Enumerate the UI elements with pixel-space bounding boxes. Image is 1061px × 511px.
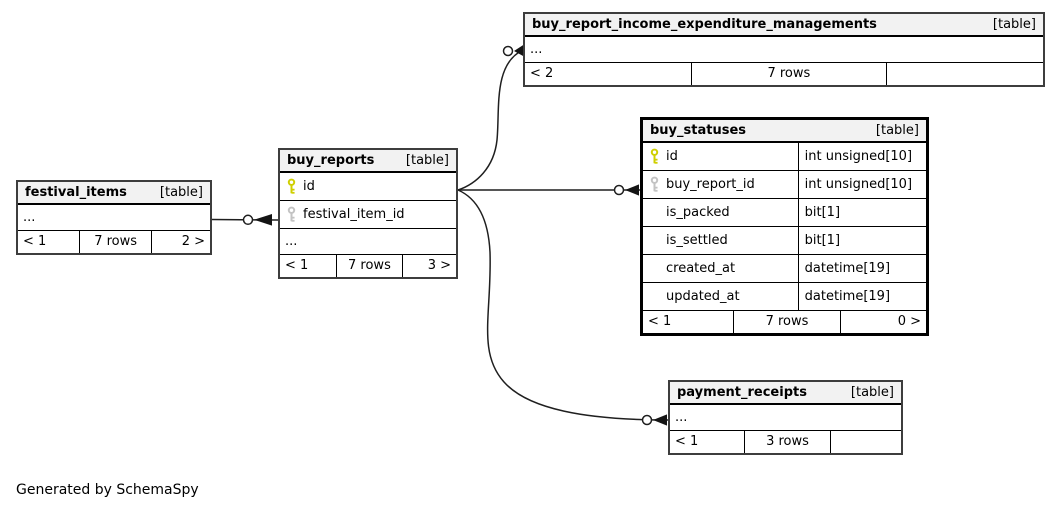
key-icon-spacer: [650, 260, 659, 277]
column-name-cell: updated_at: [643, 283, 799, 310]
column-type: bit[1]: [804, 233, 841, 248]
edge-buy-reports-to-income-expenditure: [457, 49, 524, 191]
fk-arrowhead: [625, 184, 639, 196]
table-type-label: [table]: [405, 153, 449, 168]
footer-children: 0 >: [897, 314, 921, 329]
table-festival-items[interactable]: festival_items [table] ... < 1 7 rows 2 …: [16, 180, 212, 255]
column-name: id: [303, 179, 315, 194]
table-header: festival_items [table]: [18, 182, 210, 205]
table-buy-reports[interactable]: buy_reports [table] id: [278, 148, 458, 279]
footer-parents: < 1: [670, 431, 745, 453]
footer-rowcount: 7 rows: [692, 63, 888, 85]
collapsed-columns-row: ...: [18, 205, 210, 231]
column-type: datetime[19]: [804, 261, 891, 276]
collapsed-columns-row: ...: [670, 405, 901, 431]
column-name: created_at: [666, 261, 736, 276]
column-name: updated_at: [666, 289, 740, 304]
table-buy-report-income-expenditure-managements[interactable]: buy_report_income_expenditure_management…: [523, 12, 1045, 87]
table-title: buy_reports: [287, 153, 375, 168]
column-name: buy_report_id: [666, 177, 755, 192]
zero-one-circle: [641, 414, 653, 426]
edge-buy-reports-to-payment-receipts: [457, 189, 669, 421]
table-title: buy_statuses: [650, 123, 747, 138]
column-name-cell: is_settled: [643, 227, 799, 254]
key-icon-spacer: [650, 204, 659, 221]
collapsed-columns-row: ...: [525, 37, 1043, 63]
table-header: buy_statuses [table]: [643, 120, 926, 143]
column-row: created_at datetime[19]: [643, 255, 926, 283]
column-name-cell: id: [280, 173, 321, 200]
table-payment-receipts[interactable]: payment_receipts [table] ... < 1 3 rows: [668, 380, 903, 455]
footer-parents: < 1: [18, 231, 81, 253]
table-title: festival_items: [25, 185, 127, 200]
column-row: id: [280, 173, 456, 201]
table-header: payment_receipts [table]: [670, 382, 901, 405]
table-type-label: [table]: [875, 123, 919, 138]
table-type-label: [table]: [992, 17, 1036, 32]
table-header: buy_reports [table]: [280, 150, 456, 173]
footer-children: [887, 63, 1043, 85]
table-title: payment_receipts: [677, 385, 807, 400]
column-name-cell: created_at: [643, 255, 799, 282]
table-buy-statuses[interactable]: buy_statuses [table] id int unsigned[10]: [640, 117, 929, 336]
fk-arrowhead: [514, 44, 524, 57]
generator-note: Generated by SchemaSpy: [16, 482, 199, 498]
column-name-cell: festival_item_id: [280, 201, 411, 228]
column-name: festival_item_id: [303, 207, 405, 222]
column-row: is_packed bit[1]: [643, 199, 926, 227]
zero-one-circle: [502, 45, 514, 57]
footer-parents: < 1: [643, 311, 735, 333]
column-type: int unsigned[10]: [804, 149, 913, 164]
zero-one-circle: [242, 214, 254, 226]
key-icon-spacer: [650, 232, 659, 249]
table-footer: < 1 3 rows: [670, 431, 901, 453]
footer-children: 3 >: [427, 258, 451, 273]
fk-arrowhead: [254, 214, 272, 226]
column-type: bit[1]: [804, 205, 841, 220]
column-type: int unsigned[10]: [804, 177, 913, 192]
foreign-key-icon: [650, 176, 659, 192]
column-name-cell: is_packed: [643, 199, 799, 226]
column-name-cell: id: [643, 143, 799, 170]
table-header: buy_report_income_expenditure_management…: [525, 14, 1043, 37]
table-footer: < 1 7 rows 2 >: [18, 231, 210, 253]
column-type: datetime[19]: [804, 289, 891, 304]
primary-key-icon: [287, 178, 296, 194]
footer-children: 2 >: [181, 234, 205, 249]
footer-parents: < 2: [525, 63, 692, 85]
table-footer: < 1 7 rows 0 >: [643, 311, 926, 333]
column-row: updated_at datetime[19]: [643, 283, 926, 311]
fk-arrowhead: [653, 414, 667, 426]
column-row: buy_report_id int unsigned[10]: [643, 171, 926, 199]
collapsed-columns-row: ...: [280, 229, 456, 255]
foreign-key-icon: [287, 206, 296, 222]
table-type-label: [table]: [850, 385, 894, 400]
column-row: id int unsigned[10]: [643, 143, 926, 171]
column-name: is_packed: [666, 205, 730, 220]
footer-parents: < 1: [280, 255, 338, 277]
table-title: buy_report_income_expenditure_management…: [532, 17, 877, 32]
footer-rowcount: 3 rows: [745, 431, 832, 453]
column-row: is_settled bit[1]: [643, 227, 926, 255]
key-icon-spacer: [650, 288, 659, 305]
column-name: is_settled: [666, 233, 728, 248]
table-footer: < 1 7 rows 3 >: [280, 255, 456, 277]
column-row: festival_item_id: [280, 201, 456, 229]
footer-rowcount: 7 rows: [337, 255, 403, 277]
column-name-cell: buy_report_id: [643, 171, 799, 198]
table-type-label: [table]: [159, 185, 203, 200]
footer-rowcount: 7 rows: [80, 231, 152, 253]
table-footer: < 2 7 rows: [525, 63, 1043, 85]
column-name: id: [666, 149, 678, 164]
footer-rowcount: 7 rows: [734, 311, 841, 333]
zero-one-circle: [613, 184, 625, 196]
footer-children: [831, 431, 901, 453]
primary-key-icon: [650, 148, 659, 164]
